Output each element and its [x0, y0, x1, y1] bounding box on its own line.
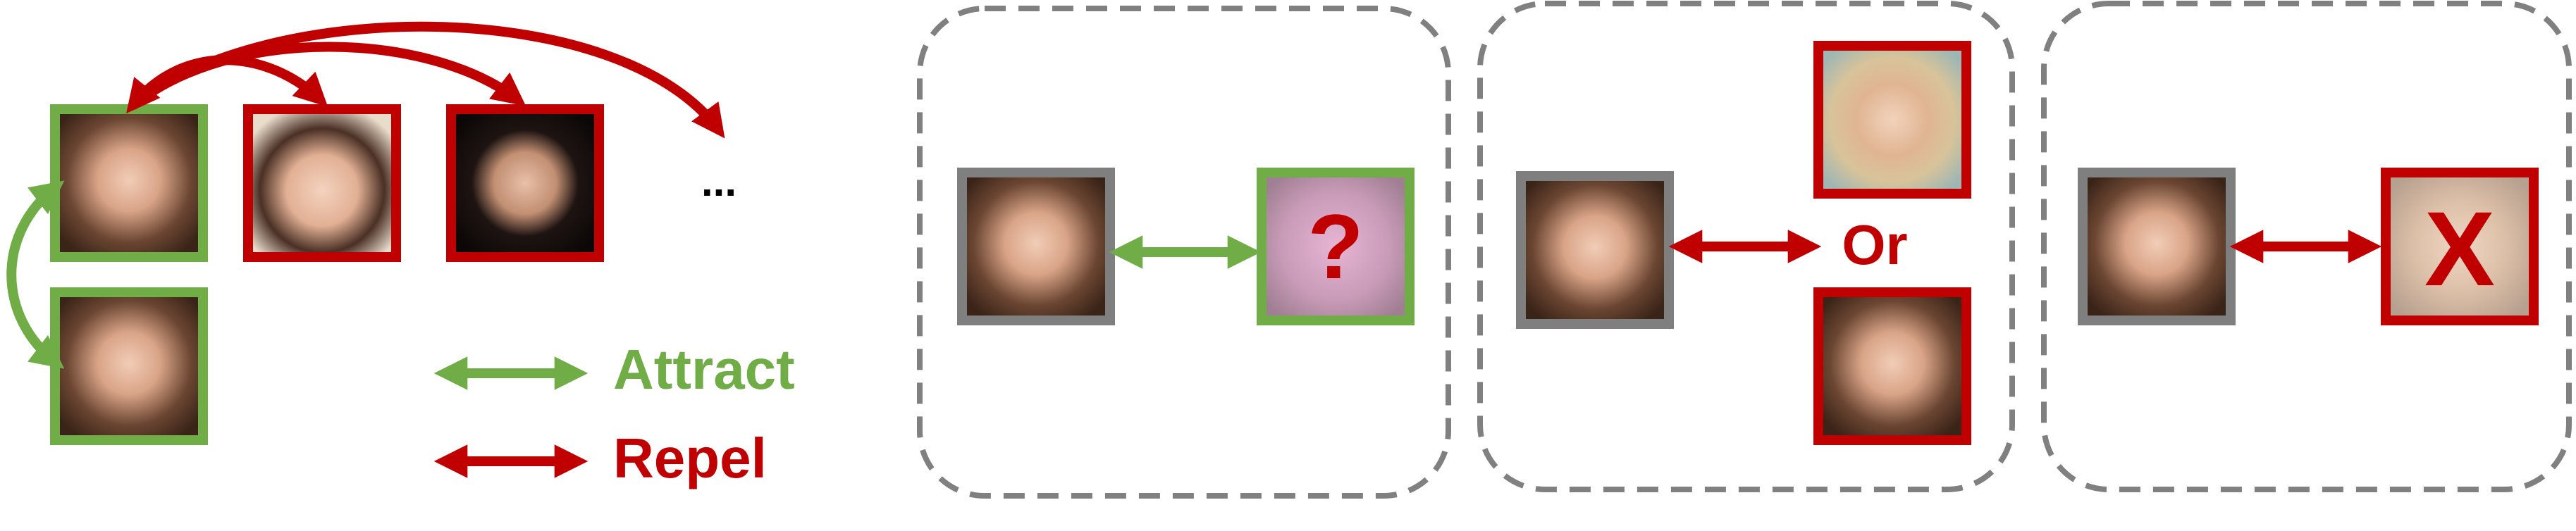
panel-2-border [1477, 1, 2015, 492]
panel-1-query-face [957, 168, 1115, 325]
panel-2-query-face [1516, 171, 1674, 329]
panel-1-question-mark: ? [1307, 195, 1363, 298]
panel-2-top-face [1813, 41, 1971, 199]
panel-3: X [2041, 1, 2572, 492]
positive-face [50, 287, 208, 445]
panel-1-unknown-face [1257, 168, 1415, 325]
panel-2: Or [1477, 1, 2015, 492]
negative-face-1 [243, 104, 401, 262]
panel-1-border [917, 6, 1451, 499]
legend-attract-label: Attract [613, 338, 795, 401]
panel-2-or-label: Or [1842, 213, 1907, 276]
ellipsis: ... [701, 158, 737, 205]
panel-3-border [2041, 1, 2572, 492]
legend-repel-label: Repel [613, 427, 767, 489]
attract-arrow-left [6, 180, 65, 369]
negative-face-2 [446, 104, 604, 262]
panel-3-x-mark: X [2424, 189, 2495, 308]
panel-2-bottom-face [1813, 287, 1971, 445]
anchor-face [50, 104, 208, 262]
panel-1: ? [917, 6, 1451, 499]
repel-arrow-2 [129, 42, 526, 110]
panel-3-excluded-face [2381, 168, 2539, 325]
repel-arrow-3 [129, 21, 725, 139]
panel-3-query-face [2078, 168, 2236, 325]
